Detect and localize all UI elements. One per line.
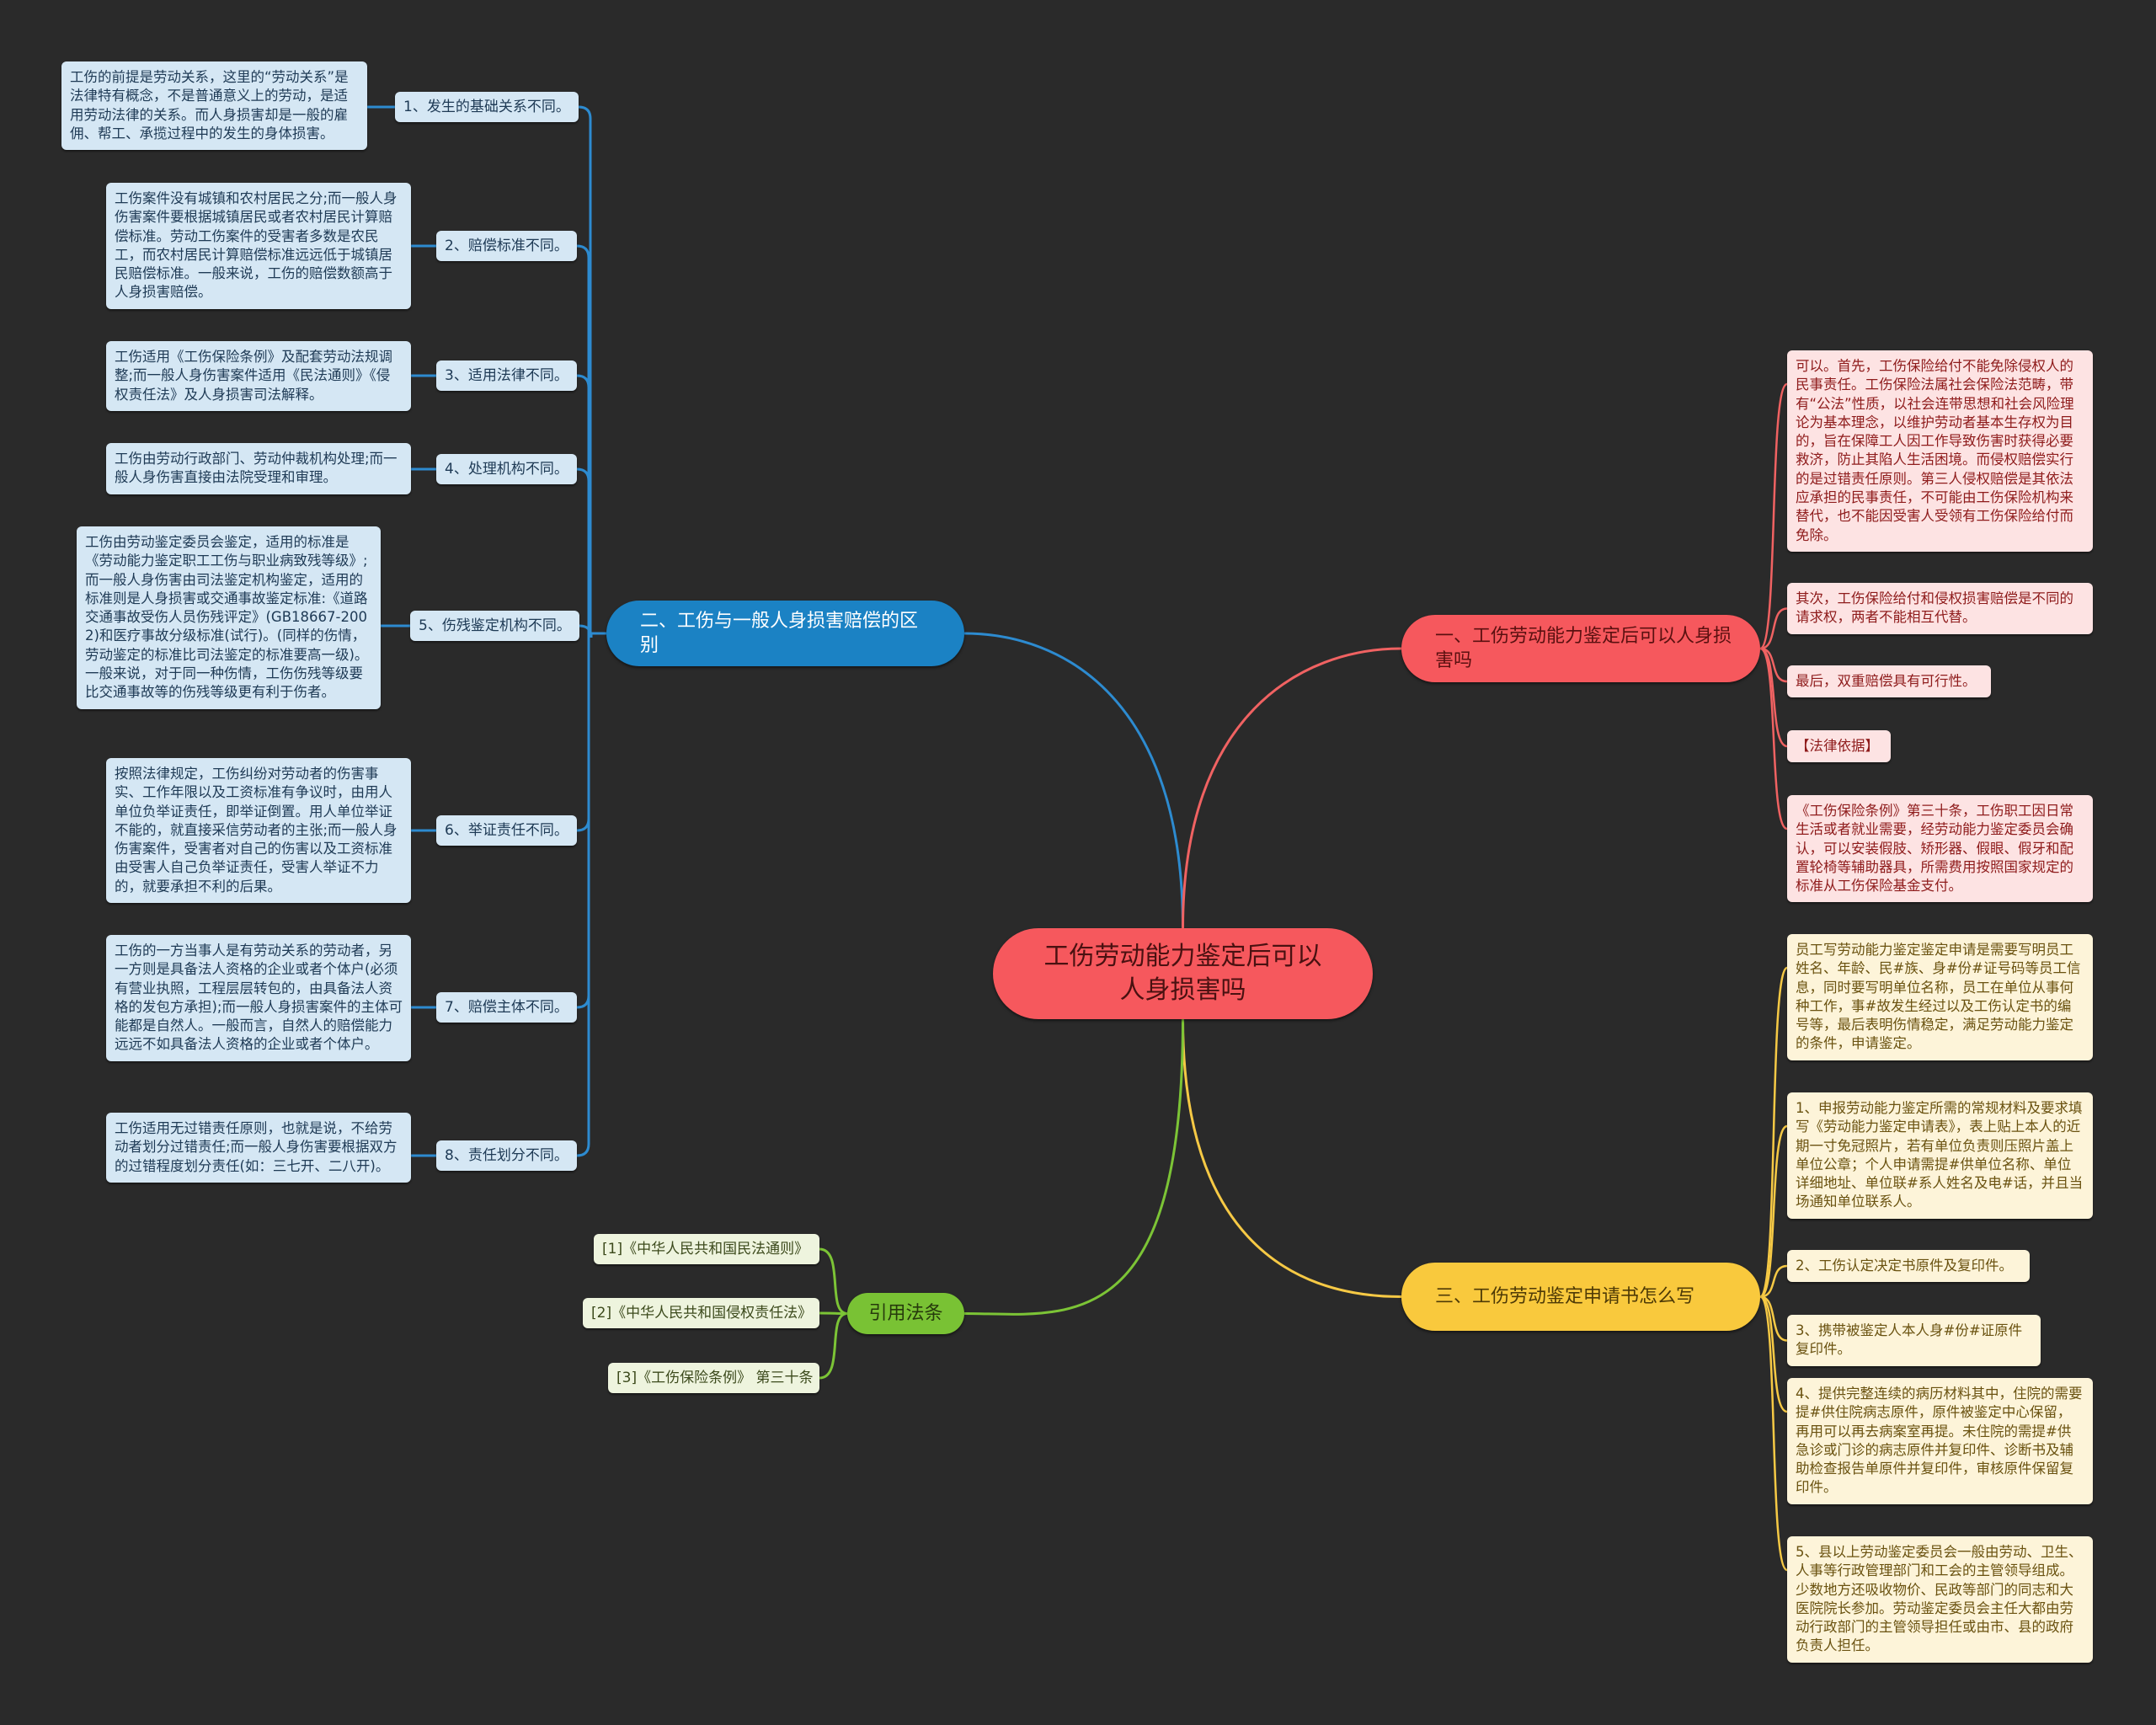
- difference-detail-8[interactable]: 工伤适用无过错责任原则，也就是说，不给劳动者划分过错责任;而一般人身伤害要根据双…: [106, 1113, 411, 1183]
- branch-title: 引用法条: [868, 1303, 943, 1324]
- link-branch-item: [1759, 1295, 1788, 1342]
- link-branch-item: [1759, 607, 1788, 650]
- link-branch-item: [1759, 1124, 1788, 1298]
- difference-detail-3[interactable]: 工伤适用《工伤保险条例》及配套劳动法规调整;而一般人身伤害案件适用《民法通则》《…: [106, 341, 411, 411]
- link-citation: [819, 1312, 848, 1380]
- difference-detail-6[interactable]: 按照法律规定，工伤纠纷对劳动者的伤害事实、工作年限以及工资标准有争议时，由用人单…: [106, 758, 411, 904]
- difference-label-1[interactable]: 1、发生的基础关系不同。: [395, 92, 579, 122]
- difference-detail-4[interactable]: 工伤由劳动行政部门、劳动仲裁机构处理;而一般人身伤害直接由法院受理和审理。: [106, 443, 411, 494]
- branch-title: 一、工伤劳动能力鉴定后可以人身损害吗: [1435, 626, 1732, 671]
- branch-can-claim[interactable]: 一、工伤劳动能力鉴定后可以人身损害吗: [1401, 615, 1760, 682]
- difference-label-4[interactable]: 4、处理机构不同。: [436, 454, 577, 484]
- citation-2[interactable]: [2]《中华人民共和国侵权责任法》: [583, 1298, 819, 1328]
- link-citation: [819, 1247, 848, 1315]
- application-item-4[interactable]: 3、携带被鉴定人本人身#份#证原件复印件。: [1787, 1315, 2041, 1366]
- link-center-can-claim: [1182, 647, 1402, 929]
- application-item-1[interactable]: 员工写劳动能力鉴定鉴定申请是需要写明员工姓名、年龄、民#族、身#份#证号码等员工…: [1787, 934, 2093, 1060]
- difference-label-5[interactable]: 5、伤残鉴定机构不同。: [410, 611, 579, 641]
- link-branch-item: [1759, 647, 1788, 830]
- difference-detail-7[interactable]: 工伤的一方当事人是有劳动关系的劳动者，另一方则是具备法人资格的企业或者个体户(必…: [106, 935, 411, 1061]
- difference-detail-2[interactable]: 工伤案件没有城镇和农村居民之分;而一般人身伤害案件要根据城镇居民或者农村居民计算…: [106, 183, 411, 309]
- central-topic-text: 工伤劳动能力鉴定后可以人身损害吗: [1043, 942, 1322, 1005]
- branch-differences[interactable]: 二、工伤与一般人身损害赔偿的区别: [606, 601, 964, 666]
- link-branch-item: [1758, 1295, 1789, 1572]
- application-item-3[interactable]: 2、工伤认定决定书原件及复印件。: [1787, 1250, 2030, 1283]
- citation-1[interactable]: [1]《中华人民共和国民法通则》: [594, 1234, 819, 1264]
- application-item-6[interactable]: 5、县以上劳动鉴定委员会一般由劳动、卫生、人事等行政管理部门和工会的主管领导组成…: [1787, 1536, 2093, 1663]
- link-branch-item: [1758, 966, 1789, 1298]
- link-branch-label: [576, 632, 606, 1157]
- link-center-citations: [963, 1018, 1184, 1316]
- answer-item-2[interactable]: 其次，工伤保险给付和侵权损害赔偿是不同的请求权，两者不能相互代替。: [1787, 583, 2093, 634]
- difference-label-6[interactable]: 6、举证责任不同。: [436, 815, 577, 846]
- application-item-5[interactable]: 4、提供完整连续的病历材料其中，住院的需要提#供住院病志原件，原件被鉴定中心保留…: [1787, 1378, 2093, 1504]
- answer-item-legal-basis[interactable]: 【法律依据】: [1787, 730, 1891, 763]
- link-branch-label: [576, 632, 606, 832]
- link-branch-label: [579, 624, 606, 638]
- difference-label-2[interactable]: 2、赔偿标准不同。: [436, 231, 577, 261]
- branch-title: 二、工伤与一般人身损害赔偿的区别: [640, 611, 919, 656]
- branch-title: 三、工伤劳动鉴定申请书怎么写: [1435, 1286, 1695, 1307]
- answer-item-5[interactable]: 《工伤保险条例》第三十条，工伤职工因日常生活或者就业需要，经劳动能力鉴定委员会确…: [1787, 795, 2093, 903]
- answer-item-1[interactable]: 可以。首先，工伤保险给付不能免除侵权人的民事责任。工伤保险法属社会保险法范畴，带…: [1787, 350, 2093, 552]
- branch-citations[interactable]: 引用法条: [847, 1293, 964, 1334]
- link-branch-item: [1759, 647, 1788, 683]
- link-branch-label: [576, 632, 606, 1009]
- branch-application-writing[interactable]: 三、工伤劳动鉴定申请书怎么写: [1401, 1263, 1760, 1331]
- link-center-application: [1182, 1018, 1402, 1298]
- difference-detail-5[interactable]: 工伤由劳动鉴定委员会鉴定，适用的标准是《劳动能力鉴定职工工伤与职业病致残等级》;…: [77, 526, 381, 709]
- citation-3[interactable]: [3]《工伤保险条例》 第三十条: [608, 1363, 819, 1393]
- answer-item-3[interactable]: 最后，双重赔偿具有可行性。: [1787, 665, 1991, 698]
- link-branch-label: [578, 105, 606, 635]
- link-branch-item: [1759, 647, 1788, 748]
- link-branch-item: [1759, 1295, 1788, 1413]
- difference-label-8[interactable]: 8、责任划分不同。: [436, 1140, 577, 1171]
- difference-label-3[interactable]: 3、适用法律不同。: [436, 360, 577, 391]
- central-topic[interactable]: 工伤劳动能力鉴定后可以人身损害吗: [993, 928, 1373, 1019]
- link-center-differences: [963, 632, 1184, 929]
- difference-detail-1[interactable]: 工伤的前提是劳动关系，这里的“劳动关系”是法律特有概念，不是普通意义上的劳动，是…: [61, 61, 367, 151]
- link-branch-item: [1758, 382, 1789, 650]
- application-item-2[interactable]: 1、申报劳动能力鉴定所需的常规材料及要求填写《劳动能力鉴定申请表》，表上贴上本人…: [1787, 1092, 2093, 1219]
- link-branch-item: [1759, 1264, 1788, 1298]
- difference-label-7[interactable]: 7、赔偿主体不同。: [436, 992, 577, 1023]
